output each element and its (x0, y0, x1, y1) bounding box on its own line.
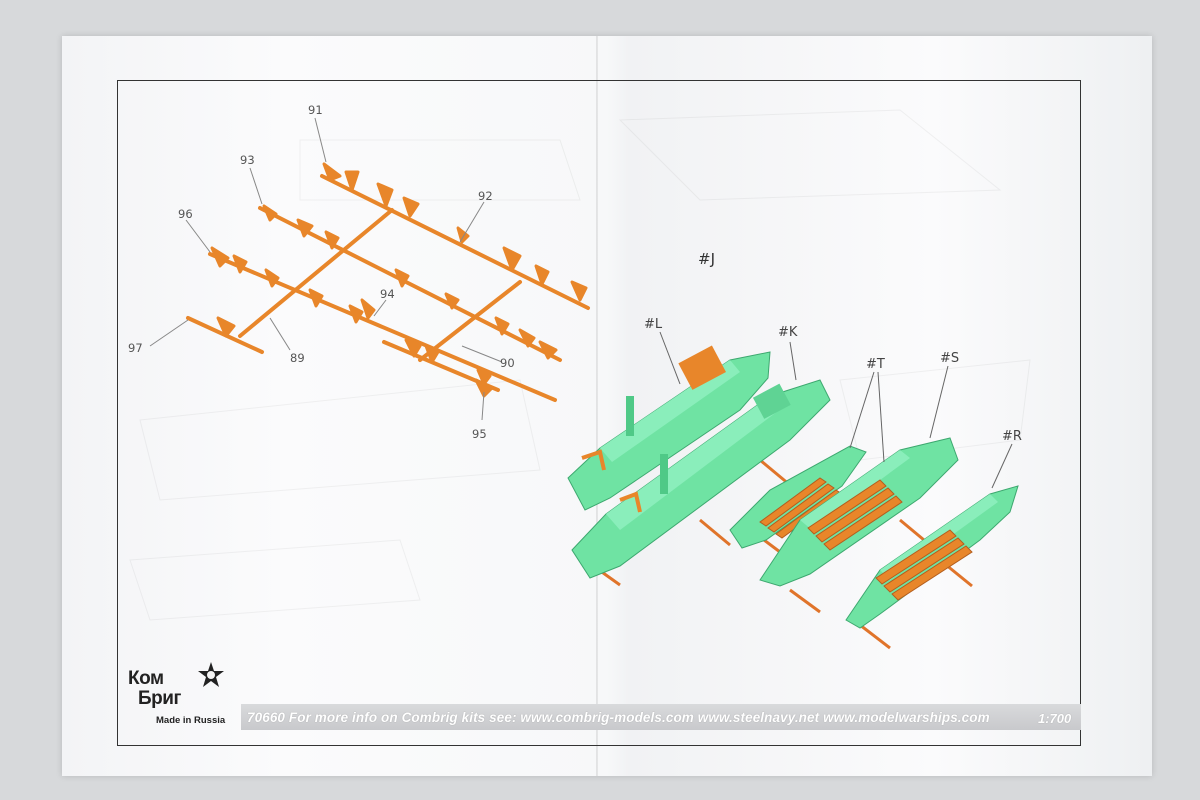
combrig-logo: Ком Бриг Made in Russia (126, 660, 236, 734)
boat-r (845, 485, 1019, 629)
logo-made-in: Made in Russia (156, 715, 226, 726)
part-94-label: 94 (380, 287, 395, 301)
boat-labels: #J #L #K #T #S #R (644, 250, 1022, 444)
boat-t-label: #T (866, 357, 885, 372)
part-89-label: 89 (290, 351, 305, 365)
footer-info-text: 70660 For more info on Combrig kits see:… (247, 709, 990, 725)
boat-k (571, 379, 831, 579)
boat-l-label: #L (644, 317, 663, 332)
logo-line1: Ком (128, 668, 164, 689)
boat-k-label: #K (778, 325, 798, 340)
boat-j-label: #J (698, 250, 715, 268)
logo-line2: Бриг (138, 688, 181, 709)
boat-l (567, 345, 771, 511)
scale-label: 1:700 (1038, 711, 1072, 726)
boat-s (759, 437, 959, 587)
instruction-sheet (62, 36, 1152, 776)
part-leader-lines (149, 117, 503, 421)
boat-s-label: #S (940, 351, 959, 366)
footer-bar: 70660 For more info on Combrig kits see:… (241, 704, 1081, 730)
boat-r-label: #R (1002, 429, 1022, 444)
part-92-label: 92 (478, 189, 493, 203)
page-fold (596, 36, 598, 776)
part-90-label: 90 (500, 356, 515, 370)
part-96-label: 96 (178, 207, 193, 221)
star-icon (198, 662, 224, 687)
page-frame (117, 80, 1081, 746)
sprue-parts (210, 162, 588, 398)
boat-leader-lines (659, 331, 1013, 489)
part-97-label: 97 (128, 341, 143, 355)
part-95-label: 95 (472, 427, 487, 441)
ghost-background (129, 109, 1031, 621)
part-numbers: 91 93 92 96 94 97 89 90 95 (128, 103, 515, 441)
part-93-label: 93 (240, 153, 255, 167)
sprue-frame (186, 174, 590, 402)
part-91-label: 91 (308, 103, 323, 117)
